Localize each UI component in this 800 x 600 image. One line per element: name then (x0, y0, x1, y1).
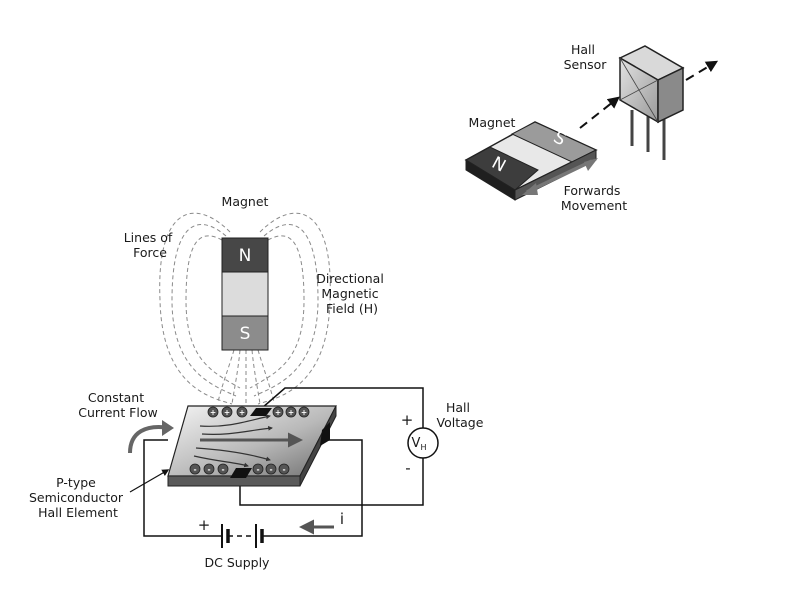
svg-text:+: + (275, 408, 281, 417)
hall-element: + + + + + + - - - - - - (167, 405, 337, 487)
hall-voltage-label: Hall (446, 400, 470, 415)
positive-charge: + (221, 406, 233, 418)
svg-text:Lines of Force: Lines of Force (124, 230, 177, 260)
positive-charge: + (236, 406, 248, 418)
lines-of-force-label: Lines of (124, 230, 173, 245)
voltmeter-circle (407, 427, 439, 459)
directional-field-label: Magnetic (321, 286, 378, 301)
top-contact (250, 408, 272, 416)
magnet-south-pole (221, 315, 269, 351)
svg-text:-: - (256, 465, 259, 474)
top-magnet-label: Magnet (469, 115, 516, 130)
hall-element-label: Hall Element (38, 505, 118, 520)
hall-sensor-label: Sensor (564, 57, 608, 72)
svg-text:-: - (193, 465, 196, 474)
hall-element-label: P-type (56, 475, 96, 490)
movement-label: Movement (561, 198, 627, 213)
right-contact (320, 422, 330, 446)
svg-text:-: - (221, 465, 224, 474)
positive-charge: + (272, 406, 284, 418)
voltmeter-minus: - (405, 459, 410, 477)
magnet-middle (221, 271, 269, 317)
negative-charge: - (265, 463, 277, 475)
sensor-axis-arrow-out (685, 60, 719, 81)
constant-current-indicator: Constant Current Flow (78, 390, 174, 454)
svg-text:-: - (269, 465, 272, 474)
svg-text:Forwards Movement: Forwards Movement (561, 183, 627, 213)
svg-text:P-type Semiconductor: P-type Semiconductor Hall Element (29, 475, 127, 520)
main-magnet-north: N (239, 246, 252, 266)
hall-element-callout: P-type Semiconductor Hall Element (29, 469, 170, 520)
negative-charge: - (189, 463, 201, 475)
lines-of-force-label: Force (133, 245, 167, 260)
directional-field-label: Directional (316, 271, 384, 286)
svg-text:VH: VH (412, 436, 427, 452)
negative-charges: - - - - - - (189, 463, 290, 475)
sensor-axis-arrow (579, 96, 620, 129)
positive-charges: + + + + + + (207, 406, 310, 418)
circuit-wires (143, 387, 424, 537)
hall-element-label: Semiconductor (29, 490, 124, 505)
hall-voltage-label: Voltage (437, 415, 484, 430)
bottom-contact (230, 468, 252, 478)
negative-charge: - (252, 463, 264, 475)
svg-text:+: + (210, 408, 216, 417)
svg-text:Constant Current Flow: Constant Current Flow (78, 390, 157, 420)
magnet-north-pole (221, 237, 269, 273)
svg-text:+: + (239, 408, 245, 417)
svg-text:-: - (282, 465, 285, 474)
svg-text:+: + (301, 408, 307, 417)
positive-charge: + (298, 406, 310, 418)
dc-supply: + DC Supply i (198, 510, 344, 570)
current-symbol: i (340, 510, 344, 528)
movement-label: Forwards (564, 183, 621, 198)
main-magnet-label: Magnet (222, 194, 269, 209)
dc-supply-label: DC Supply (205, 555, 271, 570)
voltmeter-plus: + (401, 411, 414, 429)
positive-charge: + (207, 406, 219, 418)
svg-text:Hall Voltage: Hall Voltage (437, 400, 484, 430)
positive-charge: + (285, 406, 297, 418)
sensor-side-face (657, 66, 684, 124)
voltmeter-symbol: V (412, 436, 421, 451)
forwards-movement-arrow: Forwards Movement (522, 158, 627, 213)
negative-charge: - (203, 463, 215, 475)
constant-current-label: Constant (88, 390, 144, 405)
hall-sensor-label: Hall (571, 42, 595, 57)
main-magnet: N S (221, 237, 269, 351)
hall-voltmeter: VH + - Hall Voltage (401, 400, 484, 477)
svg-text:Hall Sensor: Hall Sensor (564, 42, 608, 72)
svg-text:Directional Magnetic F: Directional Magnetic Field (H) (316, 271, 388, 316)
negative-charge: - (278, 463, 290, 475)
svg-text:+: + (288, 408, 294, 417)
voltmeter-subscript: H (420, 443, 426, 452)
constant-current-label: Current Flow (78, 405, 157, 420)
hall-sensor-illustration: Hall Sensor Magnet (469, 42, 719, 160)
main-magnet-south: S (240, 324, 251, 344)
dc-supply-plus: + (198, 516, 211, 534)
svg-text:+: + (224, 408, 230, 417)
negative-charge: - (217, 463, 229, 475)
directional-field-label: Field (H) (326, 301, 378, 316)
svg-text:-: - (207, 465, 210, 474)
